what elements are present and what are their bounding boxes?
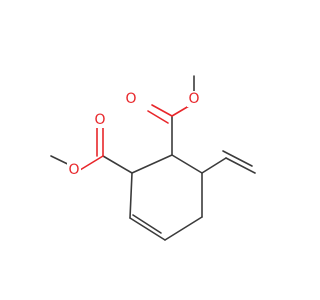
atom-oxygen-4: O <box>188 91 199 107</box>
atom-oxygen-1: O <box>94 112 105 128</box>
molecule-structure: O O O O <box>50 75 256 241</box>
bond-ester1-o2 <box>79 155 104 171</box>
bond-ester2-o3-double-b <box>147 110 169 124</box>
bond-vinyl-double-a <box>225 157 256 174</box>
bond-vinyl-double-b <box>222 150 253 167</box>
molecule-canvas: O O O O <box>50 75 256 241</box>
bond-c5-c6-double <box>132 214 162 234</box>
atom-oxygen-2: O <box>68 162 79 178</box>
bond-c4-c5 <box>164 216 203 241</box>
bond-c6-c1 <box>129 172 133 219</box>
bond-c1-ester1 <box>102 155 133 174</box>
bond-c1-c2 <box>131 154 173 174</box>
carbon-bonds <box>50 75 256 241</box>
bond-ester2-o3-double-a <box>151 104 173 117</box>
bond-c5-c6 <box>129 217 166 241</box>
atom-oxygen-3: O <box>125 91 136 107</box>
bond-c3-vinyl <box>201 157 227 174</box>
atom-labels: O O O O <box>67 91 201 178</box>
bond-c2-c3 <box>171 154 203 174</box>
